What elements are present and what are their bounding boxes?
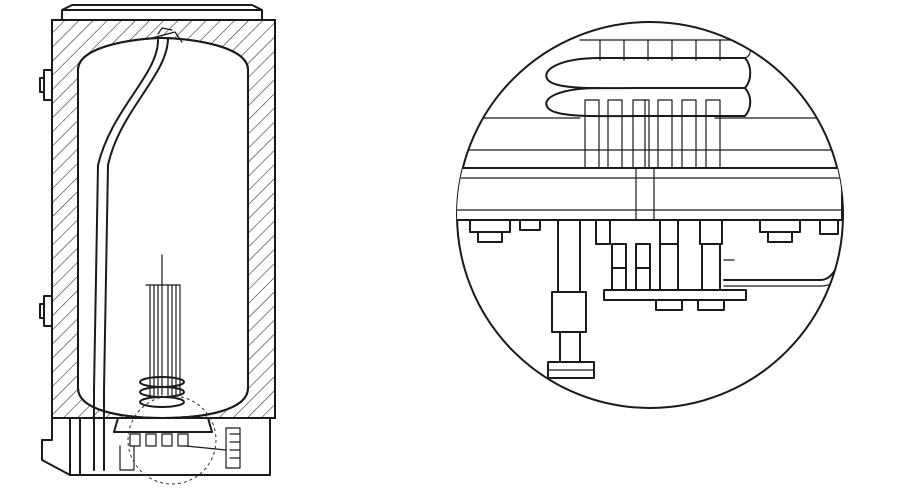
wall-bracket-bottom	[39, 295, 53, 327]
detail-flange-plate	[457, 167, 843, 221]
bottom-components	[119, 427, 241, 471]
outlet-pipe	[103, 37, 169, 471]
top-cap	[61, 4, 263, 21]
inlet-pipe	[69, 417, 81, 476]
bottom-flange	[113, 417, 213, 433]
detail-thermostat-pocket	[547, 219, 595, 379]
detail-terminal-bar	[603, 289, 747, 301]
outlet-pipe-inner	[93, 39, 159, 471]
heating-element-rods	[145, 254, 181, 396]
detail-heating-rods	[584, 99, 721, 171]
insulation-jacket	[51, 19, 276, 420]
detail-flange-bolts	[469, 219, 839, 243]
detail-marker-circle	[127, 395, 217, 485]
heating-coil	[139, 376, 185, 408]
detail-wire	[723, 231, 843, 281]
magnified-detail	[456, 21, 844, 409]
bottom-housing	[41, 417, 271, 476]
wall-bracket-top	[39, 69, 53, 101]
water-heater-section	[39, 4, 276, 485]
pipe-fitting	[151, 27, 183, 43]
inner-tank	[77, 37, 249, 419]
